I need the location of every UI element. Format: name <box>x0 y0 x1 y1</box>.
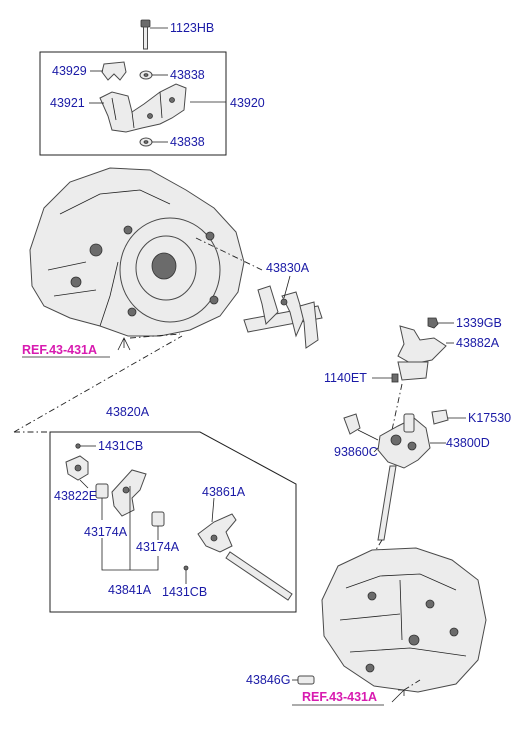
label-43846g[interactable]: 43846G <box>246 673 290 687</box>
bolt-1123hb <box>140 19 168 50</box>
pin-1431cb-bottom <box>183 565 189 584</box>
shift-parts-box <box>49 431 297 613</box>
control-assy-43800d <box>377 413 446 541</box>
washer-43838-bottom <box>139 137 168 147</box>
label-1431cb-bottom[interactable]: 1431CB <box>162 585 207 599</box>
shift-lug-center <box>111 469 147 517</box>
bolt-1140et <box>372 373 399 383</box>
bushing-43174a-right <box>151 511 165 540</box>
transmission-case-left <box>29 167 245 337</box>
dash-box-left <box>13 335 183 433</box>
label-43921[interactable]: 43921 <box>50 96 85 110</box>
label-1339gb[interactable]: 1339GB <box>456 316 502 330</box>
pin-1431cb-top <box>75 443 96 449</box>
switch-93860c <box>343 413 381 453</box>
fork-43861a <box>197 497 237 553</box>
dash-case-to-fork <box>195 237 263 271</box>
washer-43838-top <box>139 70 168 80</box>
label-43929[interactable]: 43929 <box>52 64 87 78</box>
label-43174a-right[interactable]: 43174A <box>136 540 180 554</box>
reference-link-1[interactable] <box>22 337 131 358</box>
label-43822e[interactable]: 43822E <box>54 489 97 503</box>
label-43820a[interactable]: 43820A <box>106 405 150 419</box>
label-ref-1[interactable]: REF.43-431A <box>22 343 97 357</box>
bracket-group-box <box>39 51 227 156</box>
label-43174a-left[interactable]: 43174A <box>84 525 128 539</box>
sensor-k17530 <box>431 409 466 425</box>
bracket-43921 <box>89 83 226 133</box>
label-1140et[interactable]: 1140ET <box>324 371 367 385</box>
reference-link-2[interactable] <box>292 689 405 706</box>
bracket-43882a <box>397 325 454 381</box>
clip-43929 <box>90 61 127 81</box>
fork-lug-43822e <box>65 455 89 489</box>
shift-fork-assy-43830a <box>243 275 323 349</box>
bolt-1339gb <box>427 317 454 329</box>
transmission-case-right <box>321 547 487 693</box>
label-93860c[interactable]: 93860C <box>334 445 378 459</box>
label-43882a[interactable]: 43882A <box>456 336 500 350</box>
label-43838-bottom[interactable]: 43838 <box>170 135 205 149</box>
bushing-43174a-left <box>95 483 109 520</box>
label-43841a[interactable]: 43841A <box>108 583 152 597</box>
label-43861a[interactable]: 43861A <box>202 485 246 499</box>
label-ref-2[interactable]: REF.43-431A <box>302 690 377 704</box>
label-43800d[interactable]: 43800D <box>446 436 490 450</box>
label-k17530[interactable]: K17530 <box>468 411 511 425</box>
plug-43846g <box>292 675 315 685</box>
label-43838-top[interactable]: 43838 <box>170 68 205 82</box>
dash-ref2 <box>403 679 421 691</box>
shift-rail <box>225 551 293 601</box>
label-1431cb-top[interactable]: 1431CB <box>98 439 143 453</box>
dash-bracket-to-control <box>391 383 403 431</box>
label-43920[interactable]: 43920 <box>230 96 265 110</box>
label-1123hb[interactable]: 1123HB <box>170 21 214 35</box>
dash-ref1 <box>129 333 181 339</box>
label-43830a[interactable]: 43830A <box>266 261 310 275</box>
